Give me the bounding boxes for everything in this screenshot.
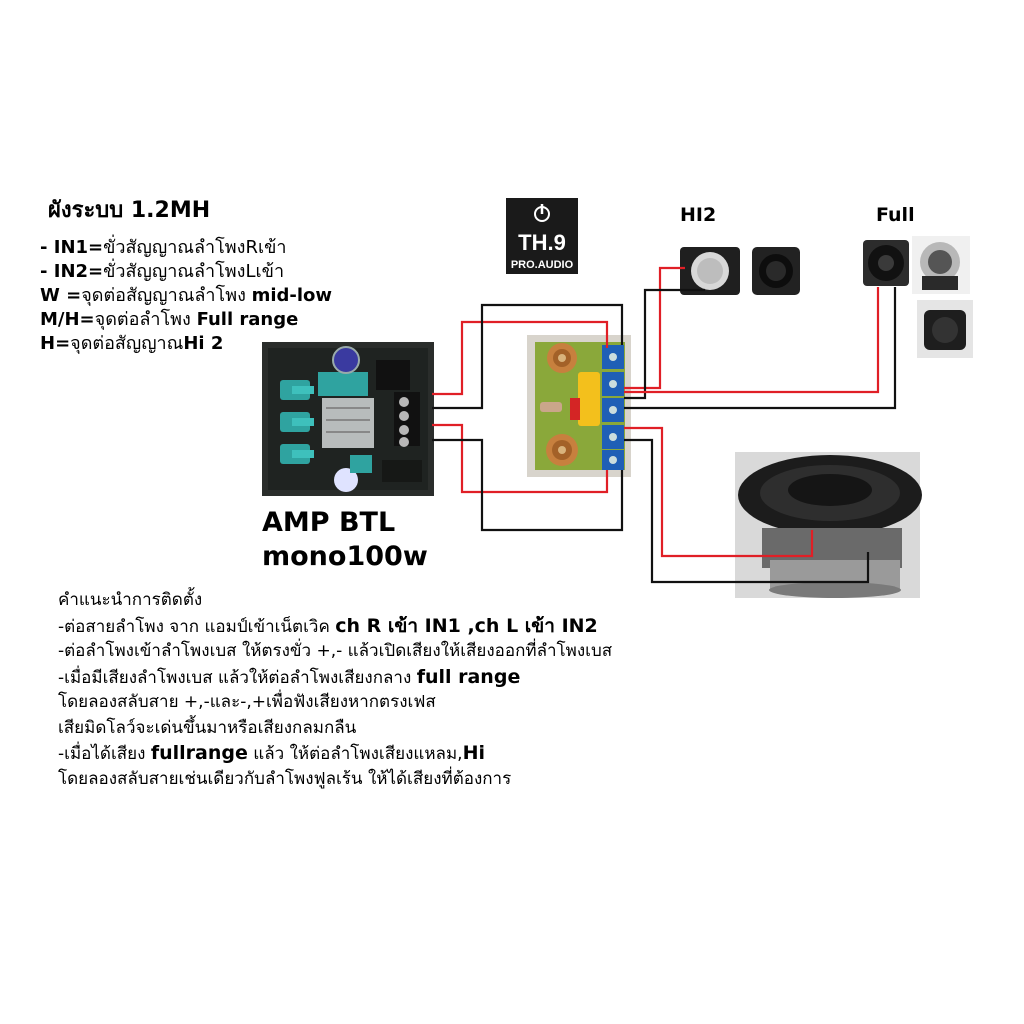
wire-bass-red: [624, 426, 814, 558]
wire-amp-in1-black: [432, 303, 624, 410]
amplifier-board: [262, 342, 434, 496]
th9-logo: TH.9 PRO.AUDIO: [506, 198, 578, 274]
wire-bass-black: [624, 438, 870, 584]
wire-full-black: [624, 287, 897, 410]
wire-hi2-black: [624, 288, 705, 400]
legend-item-w: W =จุดต่อสัญญาณลำโพง mid-low: [40, 285, 333, 306]
notes-heading: คำแนะนำการติดตั้ง: [58, 590, 203, 610]
legend-item-h: H=จุดต่อสัญญาณHi 2: [40, 333, 224, 354]
fullrange-speaker-back: [917, 300, 973, 358]
label-hi2: HI2: [680, 204, 717, 226]
hi2-tweeter-front: [680, 247, 740, 295]
amp-label-line2: mono100w: [262, 541, 428, 572]
fullrange-speaker-front: [863, 240, 909, 286]
legend: - IN1=ขั่วสัญญาณลำโพงRเข้า - IN2=ขั่วสัญ…: [40, 236, 332, 356]
notes-line: -ต่อลำโพงเข้าลำโพงเบส ให้ตรงขั่ว +,- แล้…: [58, 641, 613, 661]
installation-notes: คำแนะนำการติดตั้ง -ต่อสายลำโพง จาก แอมป์…: [58, 588, 612, 792]
wires: [432, 266, 897, 584]
amp-label-line1: AMP BTL: [262, 507, 396, 538]
crossover-pcb: [527, 335, 631, 477]
legend-item-mh: M/H=จุดต่อลำโพง Full range: [40, 309, 299, 330]
notes-line: โดยลองสลับสาย +,-และ-,+เพื่อฟังเสียงหากต…: [58, 692, 436, 712]
notes-line: -ต่อสายลำโพง จาก แอมป์เข้าเน็ตเวิค ch R …: [58, 614, 598, 637]
logo-sub-text: PRO.AUDIO: [511, 259, 574, 271]
bass-speaker: [735, 452, 922, 598]
wire-hi2-red: [624, 266, 685, 390]
wire-amp-in1-red: [432, 320, 609, 396]
wire-amp-in2-black: [432, 438, 624, 532]
wire-full-red: [624, 287, 880, 394]
notes-line: -เมื่อได้เสียง fullrange แล้ว ให้ต่อลำโพ…: [58, 742, 485, 764]
notes-line: -เมื่อมีเสียงลำโพงเบส แล้วให้ต่อลำโพงเสี…: [58, 665, 521, 688]
notes-line: โดยลองสลับสายเช่นเดียวกับลำโพงฟูลเร้น ให…: [58, 768, 512, 789]
notes-line: เสียมิดโลว์จะเด่นขึ้นมาหรือเสียงกลมกลืน: [58, 717, 357, 738]
legend-item-in1: - IN1=ขั่วสัญญาณลำโพงRเข้า: [40, 237, 287, 258]
wire-amp-in2-red: [432, 423, 609, 494]
hi2-tweeter-back: [752, 247, 800, 295]
amp-label: AMP BTL mono100w: [262, 506, 428, 574]
fullrange-speaker-side: [912, 236, 970, 294]
label-full: Full: [876, 204, 915, 226]
logo-main-text: TH.9: [518, 230, 566, 255]
page-title: ผังระบบ 1.2MH: [48, 198, 211, 223]
legend-item-in2: - IN2=ขั่วสัญญาณลำโพงLเข้า: [40, 261, 285, 282]
